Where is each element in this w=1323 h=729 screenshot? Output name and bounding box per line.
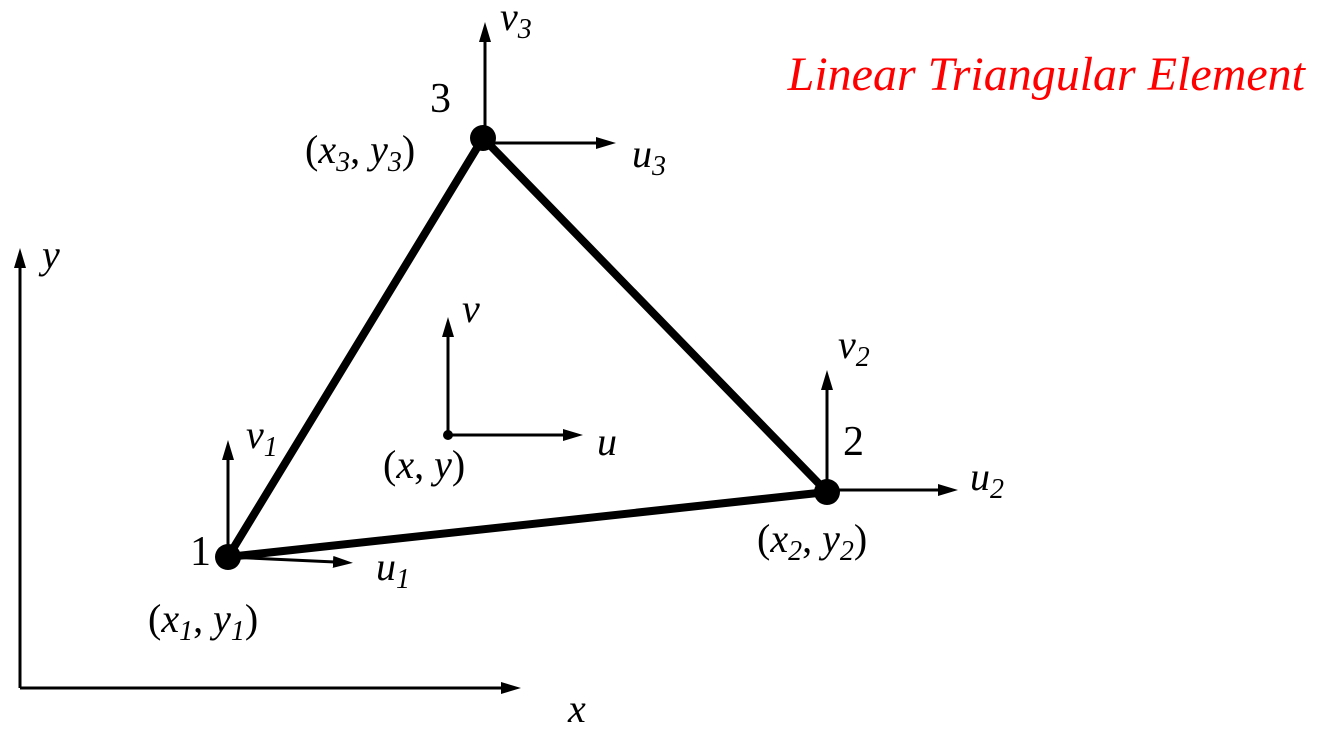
node-1: 1 v1 u1 (x1, y1) (148, 412, 410, 647)
node-3-v-label: v3 (500, 0, 532, 45)
node-2-number: 2 (843, 419, 864, 465)
global-x-label: x (567, 686, 586, 729)
node-2-coordinates: (x2, y2) (757, 516, 867, 567)
node-2: 2 v2 u2 (x2, y2) (757, 322, 1004, 567)
node-2-v-label: v2 (838, 322, 870, 373)
node-3-number: 3 (430, 76, 451, 122)
interior-v-label: v (462, 286, 480, 331)
interior-point-coordinates: (x, y) (383, 442, 465, 487)
node-3: 3 v3 u3 (x3, y3) (305, 0, 666, 182)
diagram-title: Linear Triangular Element (787, 48, 1307, 101)
interior-point: v u (x, y) (383, 286, 617, 487)
node-3-u-label: u3 (632, 131, 666, 182)
node-3-coordinates: (x3, y3) (305, 127, 415, 178)
node-1-coordinates: (x1, y1) (148, 596, 258, 647)
node-3-dot (470, 125, 496, 151)
global-y-label: y (38, 232, 60, 277)
node-1-u-label: u1 (376, 544, 410, 595)
node-1-v-label: v1 (246, 412, 278, 463)
node-1-u-arrow (227, 555, 353, 568)
triangle-element (224, 134, 831, 561)
interior-u-label: u (597, 419, 617, 464)
node-1-number: 1 (190, 529, 211, 575)
node-2-u-label: u2 (970, 454, 1004, 505)
global-axes: y x (14, 232, 586, 729)
